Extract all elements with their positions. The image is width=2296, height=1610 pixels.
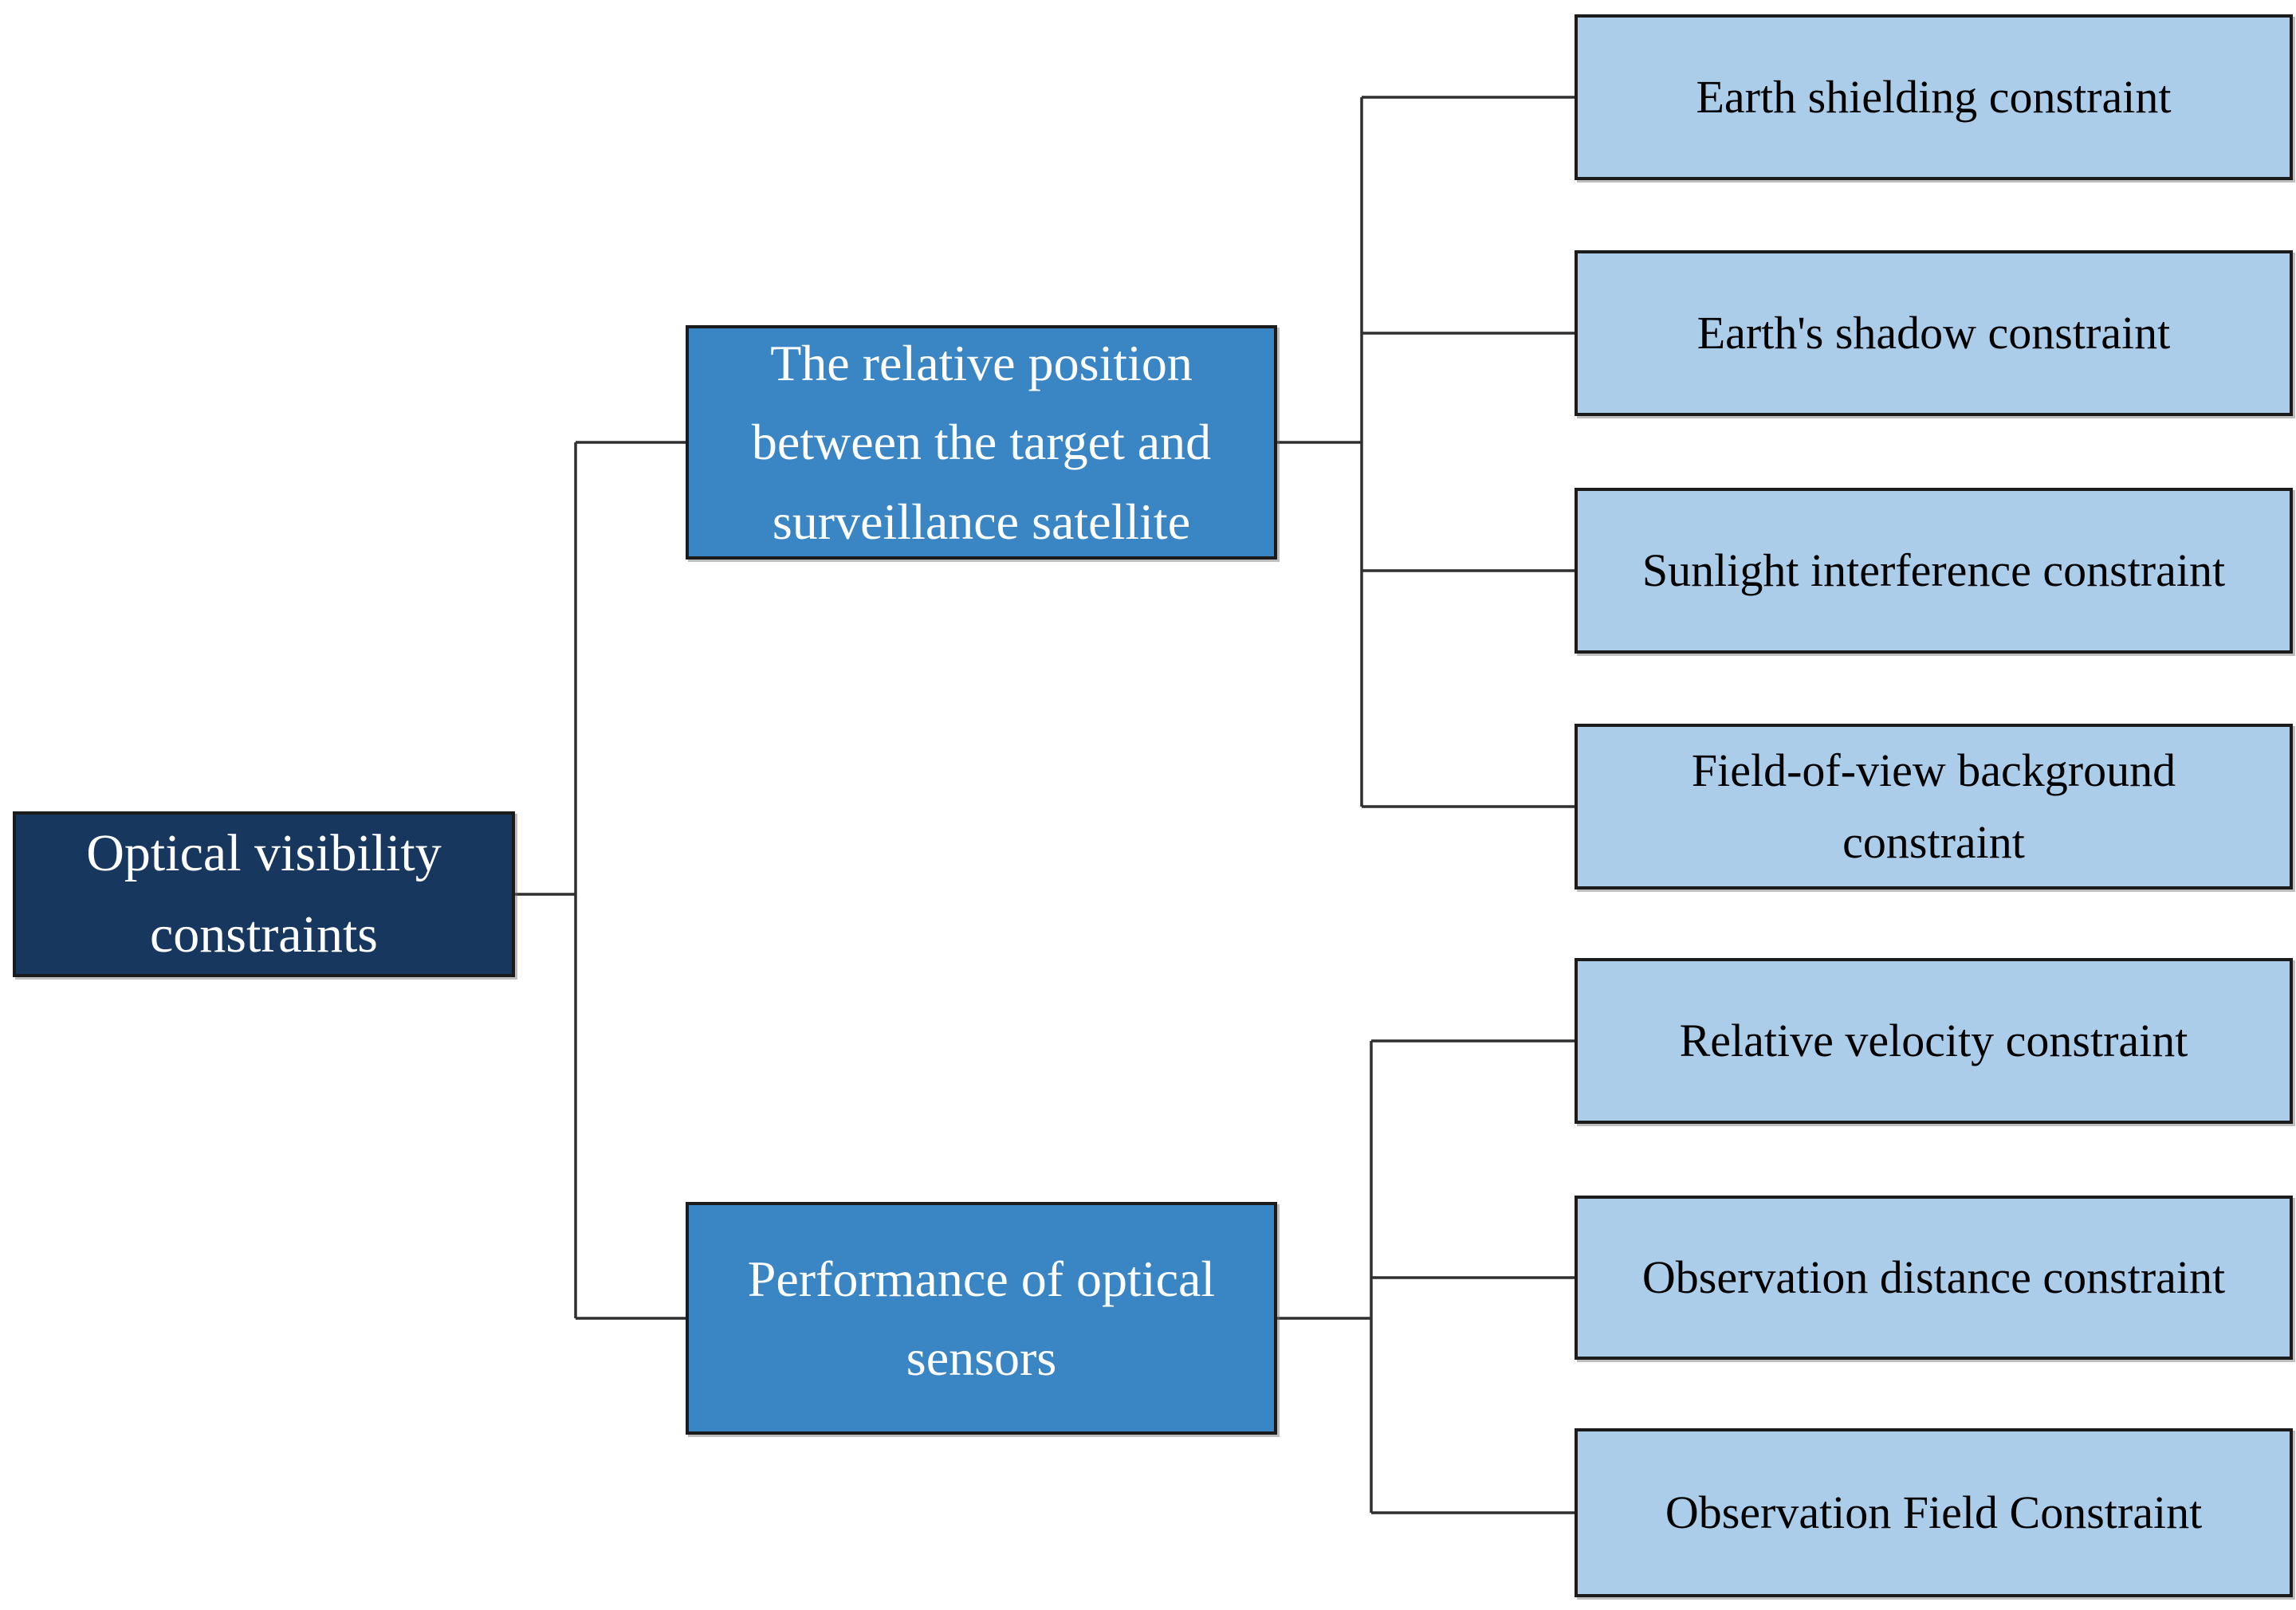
leaf-node-label: Earth's shadow constraint xyxy=(1696,307,2171,359)
leaf-node-label: Earth shielding constraint xyxy=(1696,71,2172,124)
leaf-node-relative-velocity-constraint: Relative velocity constraint xyxy=(1575,958,2293,1124)
leaf-node-earths-shadow-constraint: Earth's shadow constraint xyxy=(1575,250,2293,416)
branch-node-relative-position: The relative position between the target… xyxy=(686,325,1277,560)
leaf-node-label: Observation distance constraint xyxy=(1641,1251,2226,1304)
leaf-node-observation-field-constraint: Observation Field Constraint xyxy=(1575,1428,2293,1597)
root-node-label: Optical visibility constraints xyxy=(86,823,442,964)
leaf-node-label: Observation Field Constraint xyxy=(1665,1486,2203,1539)
branch-node-optical-sensor-performance: Performance of optical sensors xyxy=(686,1202,1277,1435)
leaf-node-sunlight-interference-constraint: Sunlight interference constraint xyxy=(1575,488,2293,654)
leaf-node-earth-shielding-constraint: Earth shielding constraint xyxy=(1575,14,2293,180)
leaf-node-label: Field-of-view background constraint xyxy=(1691,744,2176,868)
leaf-node-label: Sunlight interference constraint xyxy=(1641,544,2226,597)
leaf-node-field-of-view-background-constraint: Field-of-view background constraint xyxy=(1575,724,2293,889)
root-node-optical-visibility-constraints: Optical visibility constraints xyxy=(13,811,515,977)
leaf-node-label: Relative velocity constraint xyxy=(1679,1015,2188,1067)
leaf-node-observation-distance-constraint: Observation distance constraint xyxy=(1575,1196,2293,1360)
branch-node-label: Performance of optical sensors xyxy=(747,1250,1216,1386)
branch-node-label: The relative position between the target… xyxy=(751,335,1212,550)
